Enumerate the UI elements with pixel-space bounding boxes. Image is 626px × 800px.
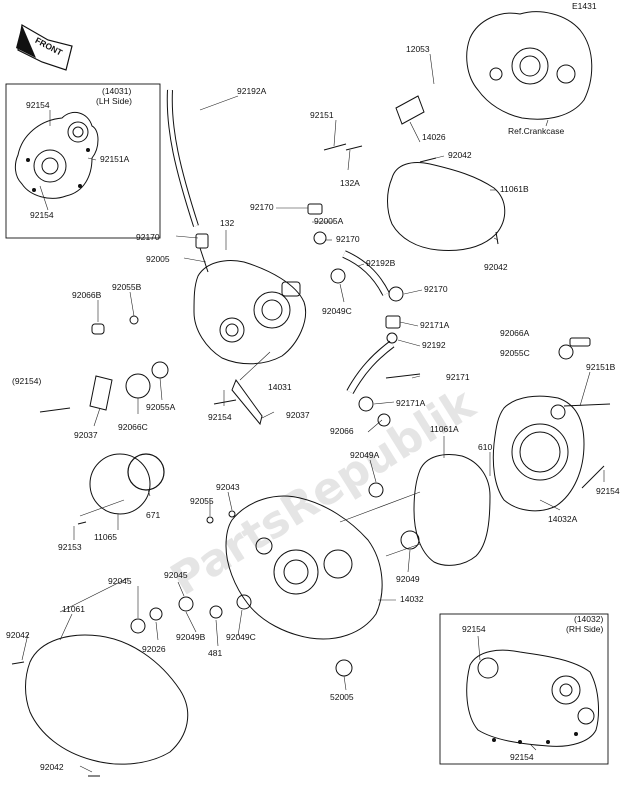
rh-side-inset — [439, 613, 609, 765]
label-92055A: 92055A — [146, 402, 176, 412]
label-52005: 52005 — [330, 692, 354, 702]
label-132A: 132A — [340, 178, 360, 188]
leader-lines — [21, 53, 605, 773]
label-92171: 92171 — [446, 372, 470, 382]
label-92151B: 92151B — [586, 362, 616, 372]
label-92066A: 92066A — [500, 328, 530, 338]
part-labels: 12053 92192A 92151 14026 Ref.Crankcase 9… — [6, 44, 620, 772]
label-92151: 92151 — [310, 110, 334, 120]
rh-inset-side: (RH Side) — [566, 624, 603, 634]
label-92170-d: 92170 — [424, 284, 448, 294]
label-92192A: 92192A — [237, 86, 267, 96]
label-92154-lh-top: 92154 — [26, 100, 50, 110]
label-481: 481 — [208, 648, 222, 658]
label-92042-mid: 92042 — [484, 262, 508, 272]
lh-inset-side: (LH Side) — [96, 96, 132, 106]
label-14031: 14031 — [268, 382, 292, 392]
label-92192: 92192 — [422, 340, 446, 350]
label-92066: 92066 — [330, 426, 354, 436]
label-92066C: 92066C — [118, 422, 148, 432]
label-92171A-bottom: 92171A — [396, 398, 426, 408]
label-671: 671 — [146, 510, 160, 520]
label-92005A: 92005A — [314, 216, 344, 226]
label-92153: 92153 — [58, 542, 82, 552]
right-cover-14032 — [225, 495, 383, 640]
label-92049B: 92049B — [176, 632, 206, 642]
label-92170-a: 92170 — [250, 202, 274, 212]
label-92026: 92026 — [142, 644, 166, 654]
label-11065: 11065 — [94, 532, 117, 542]
label-92049-right: 92049 — [396, 574, 420, 584]
label-92045-b: 92045 — [164, 570, 188, 580]
label-14026: 14026 — [422, 132, 446, 142]
label-92171A-top: 92171A — [420, 320, 450, 330]
left-cover-14031 — [193, 260, 306, 365]
label-132: 132 — [220, 218, 234, 228]
label-92055: 92055 — [190, 496, 214, 506]
label-92037-b: 92037 — [74, 430, 98, 440]
label-92042-bl: 92042 — [6, 630, 30, 640]
label-92154-rh-top: 92154 — [462, 624, 486, 634]
label-92154-mid: 92154 — [208, 412, 232, 422]
label-92042-bottom: 92042 — [40, 762, 64, 772]
label-92049A: 92049A — [350, 450, 380, 460]
label-14032: 14032 — [400, 594, 424, 604]
label-92170-c: 92170 — [336, 234, 360, 244]
label-92049C-bottom: 92049C — [226, 632, 256, 642]
label-11061B: 11061B — [500, 184, 529, 194]
label-92045-a: 92045 — [108, 576, 132, 586]
clutch-cover-14032A — [492, 395, 585, 512]
front-arrow-icon — [16, 24, 73, 71]
label-92042-top: 92042 — [448, 150, 472, 160]
label-92066B: 92066B — [72, 290, 102, 300]
label-92043: 92043 — [216, 482, 240, 492]
label-11061A: 11061A — [430, 424, 459, 434]
label-92037-a: 92037 — [286, 410, 310, 420]
label-92055B: 92055B — [112, 282, 142, 292]
lh-side-inset — [5, 83, 161, 239]
label-ref-crankcase: Ref.Crankcase — [508, 126, 564, 136]
label-14032A: 14032A — [548, 514, 578, 524]
diagram-code: E1431 — [572, 1, 597, 11]
label-92055C: 92055C — [500, 348, 530, 358]
label-92049C-top: 92049C — [322, 306, 352, 316]
label-11061: 11061 — [62, 604, 85, 614]
crankcase-reference — [466, 11, 593, 120]
lh-inset-part: (14031) — [102, 86, 131, 96]
label-92151A: 92151A — [100, 154, 130, 164]
label-92154-left: (92154) — [12, 376, 41, 386]
label-12053: 12053 — [406, 44, 430, 54]
label-92005: 92005 — [146, 254, 170, 264]
label-610: 610 — [478, 442, 492, 452]
label-92192B: 92192B — [366, 258, 396, 268]
label-92154-rh-bottom: 92154 — [510, 752, 534, 762]
label-92154-right: 92154 — [596, 486, 620, 496]
label-92154-lh-bottom: 92154 — [30, 210, 54, 220]
label-92170-b: 92170 — [136, 232, 160, 242]
rh-inset-part: (14032) — [574, 614, 603, 624]
